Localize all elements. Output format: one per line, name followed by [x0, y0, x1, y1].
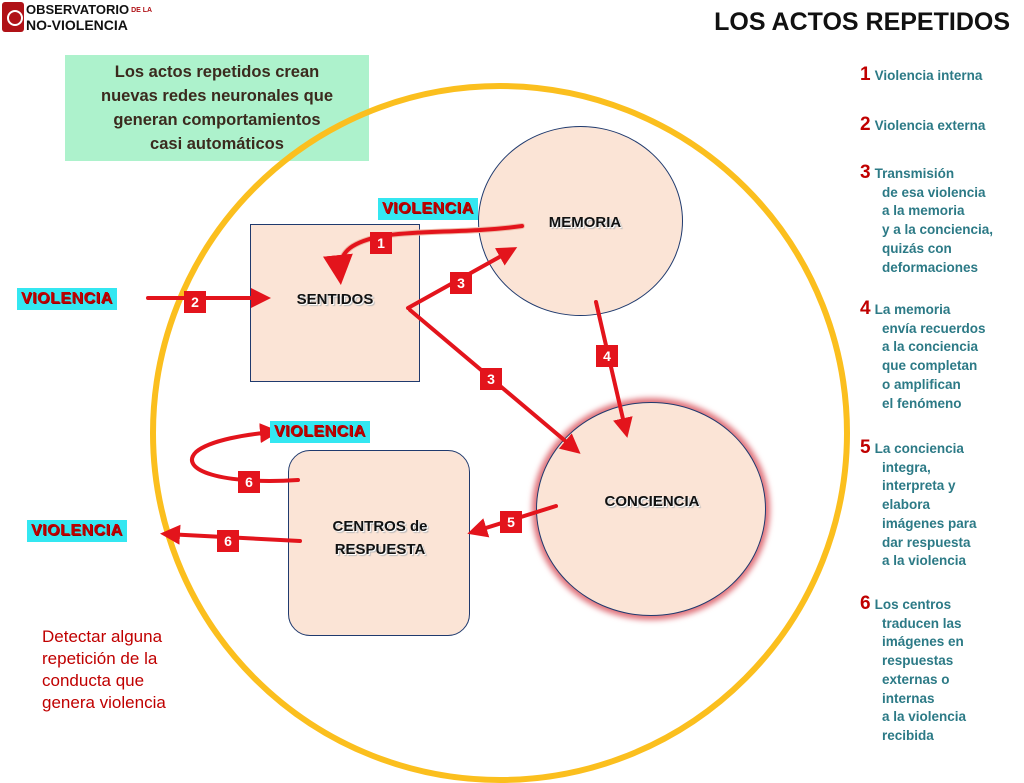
legend-text: recibida [882, 727, 934, 743]
legend-text: integra, [882, 459, 931, 475]
legend-text: envía recuerdos [882, 320, 986, 336]
badge-6-external: 6 [217, 530, 239, 552]
legend-text: a la violencia [882, 553, 967, 569]
badge-6-internal: 6 [238, 471, 260, 493]
legend-text: imágenes en [882, 634, 964, 650]
badge-1: 1 [370, 232, 392, 254]
legend-num: 6 [860, 593, 871, 614]
legend-text: a la conciencia [882, 339, 979, 355]
detect-line: genera violencia [42, 693, 166, 712]
legend-text: quizás con [882, 240, 952, 256]
conciencia-label: CONCIENCIA [604, 493, 700, 510]
legend-num: 1 [860, 64, 871, 85]
intro-line: nuevas redes neuronales que [100, 87, 333, 105]
legend-text: Violencia interna [874, 68, 983, 83]
arrow-4 [594, 300, 633, 438]
detect-line: Detectar alguna [42, 627, 163, 646]
violencia-tag-output: VIOLENCIA [27, 520, 127, 542]
detect-note: Detectar alguna repetición de la conduct… [42, 626, 232, 714]
legend-text: internas [882, 690, 935, 706]
legend-text: La memoria [874, 302, 951, 317]
legend-text: imágenes para [882, 515, 977, 531]
violencia-tag-internal: VIOLENCIA [270, 421, 370, 443]
legend-num: 2 [860, 114, 871, 135]
legend-text: o amplifican [882, 376, 961, 392]
badge-4: 4 [596, 345, 618, 367]
intro-line: Los actos repetidos crean [114, 63, 320, 81]
legend-text: elabora [882, 497, 931, 513]
legend-text: de esa violencia [882, 184, 986, 200]
centros-label-line: CENTROS de [332, 518, 428, 535]
badge-3-memoria: 3 [450, 272, 472, 294]
legend-num: 4 [860, 298, 871, 319]
detect-line: repetición de la [42, 649, 158, 668]
legend-text: a la memoria [882, 203, 965, 219]
page-title: LOS ACTOS REPETIDOS [714, 8, 1010, 36]
legend-text: traducen las [882, 615, 962, 631]
badge-2: 2 [184, 291, 206, 313]
sentidos-label: SENTIDOS [296, 291, 374, 308]
badge-3-conciencia: 3 [480, 368, 502, 390]
legend-text: Transmisión [874, 166, 955, 181]
badge-5: 5 [500, 511, 522, 533]
legend-text: interpreta y [882, 478, 956, 494]
legend-text: el fenómeno [882, 395, 962, 411]
violencia-tag-memoria: VIOLENCIA [378, 198, 478, 220]
logo-mark-icon [2, 2, 24, 32]
legend-text: y a la conciencia, [882, 222, 994, 238]
intro-line: casi automáticos [150, 135, 284, 153]
logo-line-2: NO-VIOLENCIA [26, 17, 128, 33]
legend-text: Los centros [874, 597, 952, 612]
arrow-1 [328, 224, 524, 282]
legend-text: que completan [882, 358, 978, 374]
legend-text: a la violencia [882, 709, 967, 725]
legend-text: dar respuesta [882, 534, 971, 550]
legend-text: externas o [882, 671, 950, 687]
legend-text: Violencia externa [874, 118, 986, 133]
legend-num: 3 [860, 162, 871, 183]
detect-line: conducta que [42, 671, 145, 690]
centros-label: CENTROS de RESPUESTA [300, 515, 460, 561]
legend-num: 5 [860, 437, 871, 458]
legend-text: respuestas [882, 653, 954, 669]
intro-line: generan comportamientos [113, 111, 321, 129]
centros-label-line: RESPUESTA [334, 541, 426, 558]
memoria-node [478, 126, 683, 316]
legend-text: La conciencia [874, 441, 964, 456]
violencia-tag-input: VIOLENCIA [17, 288, 117, 310]
logo-dela: DE LA [131, 7, 153, 15]
memoria-label: MEMORIA [548, 214, 622, 231]
centros-node [288, 450, 470, 636]
legend-text: deformaciones [882, 259, 979, 275]
